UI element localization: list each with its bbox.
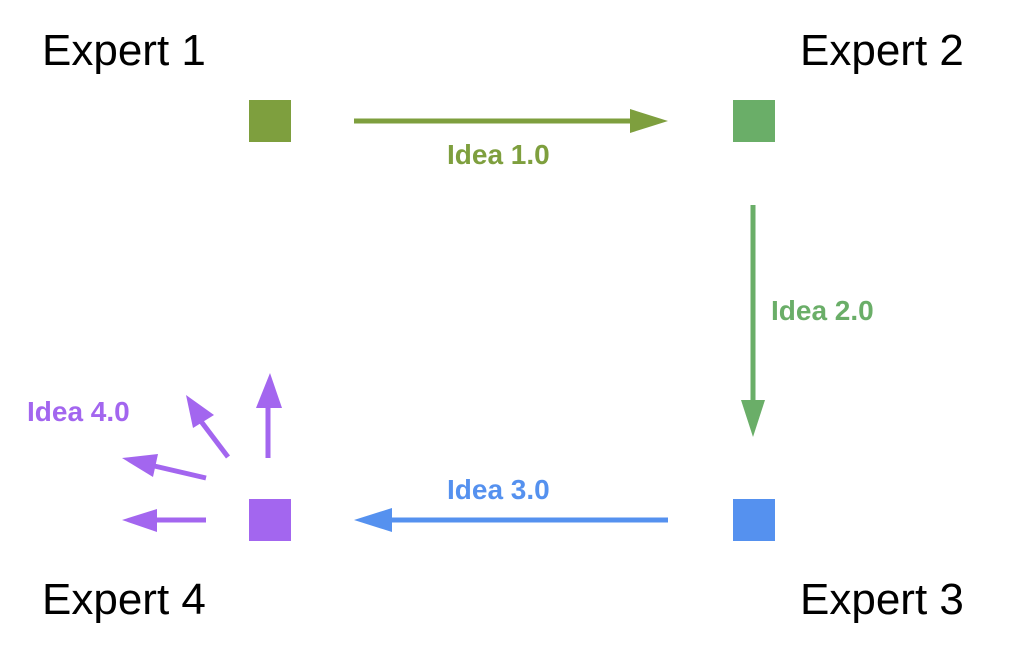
idea-2-label: Idea 2.0	[771, 295, 874, 326]
idea-3-arrow	[354, 508, 668, 532]
expert-1-label: Expert 1	[42, 26, 206, 75]
expert-2-node	[733, 100, 775, 142]
idea-4-label: Idea 4.0	[27, 396, 130, 427]
expert-4-node	[249, 499, 291, 541]
idea-4-arrows	[122, 373, 282, 532]
idea-1-label: Idea 1.0	[447, 139, 550, 170]
idea-3-label: Idea 3.0	[447, 474, 550, 505]
expert-1-node	[249, 100, 291, 142]
expert-3-label: Expert 3	[800, 575, 964, 624]
expert-3-node	[733, 499, 775, 541]
expert-4-label: Expert 4	[42, 575, 206, 624]
idea-2-arrow	[741, 205, 765, 437]
idea-1-arrow	[354, 109, 668, 133]
expert-2-label: Expert 2	[800, 26, 964, 75]
